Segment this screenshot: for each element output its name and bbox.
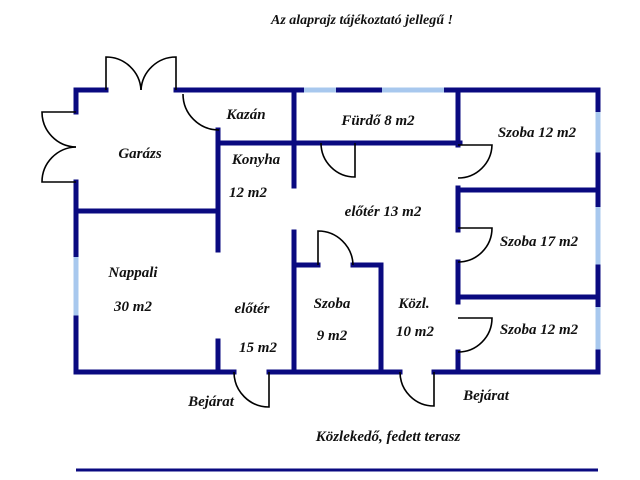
door-garage-left-top [41,111,77,148]
room-labels: Garázs Kazán Fürdő 8 m2 Szoba 12 m2 Kony… [107,107,578,356]
label-living-name: Nappali [107,265,158,281]
label-entrance-left: Bejárat [187,394,235,410]
label-hall-15-area: 15 m2 [239,340,277,356]
door-small-room [317,230,354,266]
door-entrance-left [233,371,270,408]
label-hall-13: előtér 13 m2 [345,204,422,220]
label-bathroom: Fürdő 8 m2 [340,113,415,129]
door-room-ne [457,144,493,179]
door-boiler [182,93,220,131]
label-kitchen-area: 12 m2 [229,185,267,201]
label-small-room-name: Szoba [314,296,351,312]
door-garage-top-right [140,56,177,91]
disclaimer-title: Az alaprajz tájékoztató jellegű ! [270,13,453,28]
label-corridor-area: 10 m2 [396,324,434,340]
door-garage-left-bottom [41,146,77,183]
label-kitchen-name: Konyha [231,152,281,168]
label-living-area: 30 m2 [113,299,152,315]
label-garage: Garázs [118,146,162,162]
label-terrace: Közlekedő, fedett terasz [315,429,461,445]
door-entrance-right [399,371,435,407]
door-garage-top-left [105,56,142,91]
exterior-walls [73,87,601,375]
door-room-e [457,227,493,263]
label-corridor-name: Közl. [397,296,429,312]
label-room-e: Szoba 17 m2 [500,234,579,250]
door-room-se [457,317,493,353]
label-entrance-right: Bejárat [462,388,510,404]
doors [41,56,493,408]
door-bathroom [320,142,356,178]
label-small-room-area: 9 m2 [317,328,348,344]
label-room-se: Szoba 12 m2 [500,322,579,338]
label-boiler: Kazán [225,107,265,123]
label-room-ne: Szoba 12 m2 [498,125,577,141]
label-hall-15-name: előtér [235,301,270,317]
interior-walls [73,87,601,375]
